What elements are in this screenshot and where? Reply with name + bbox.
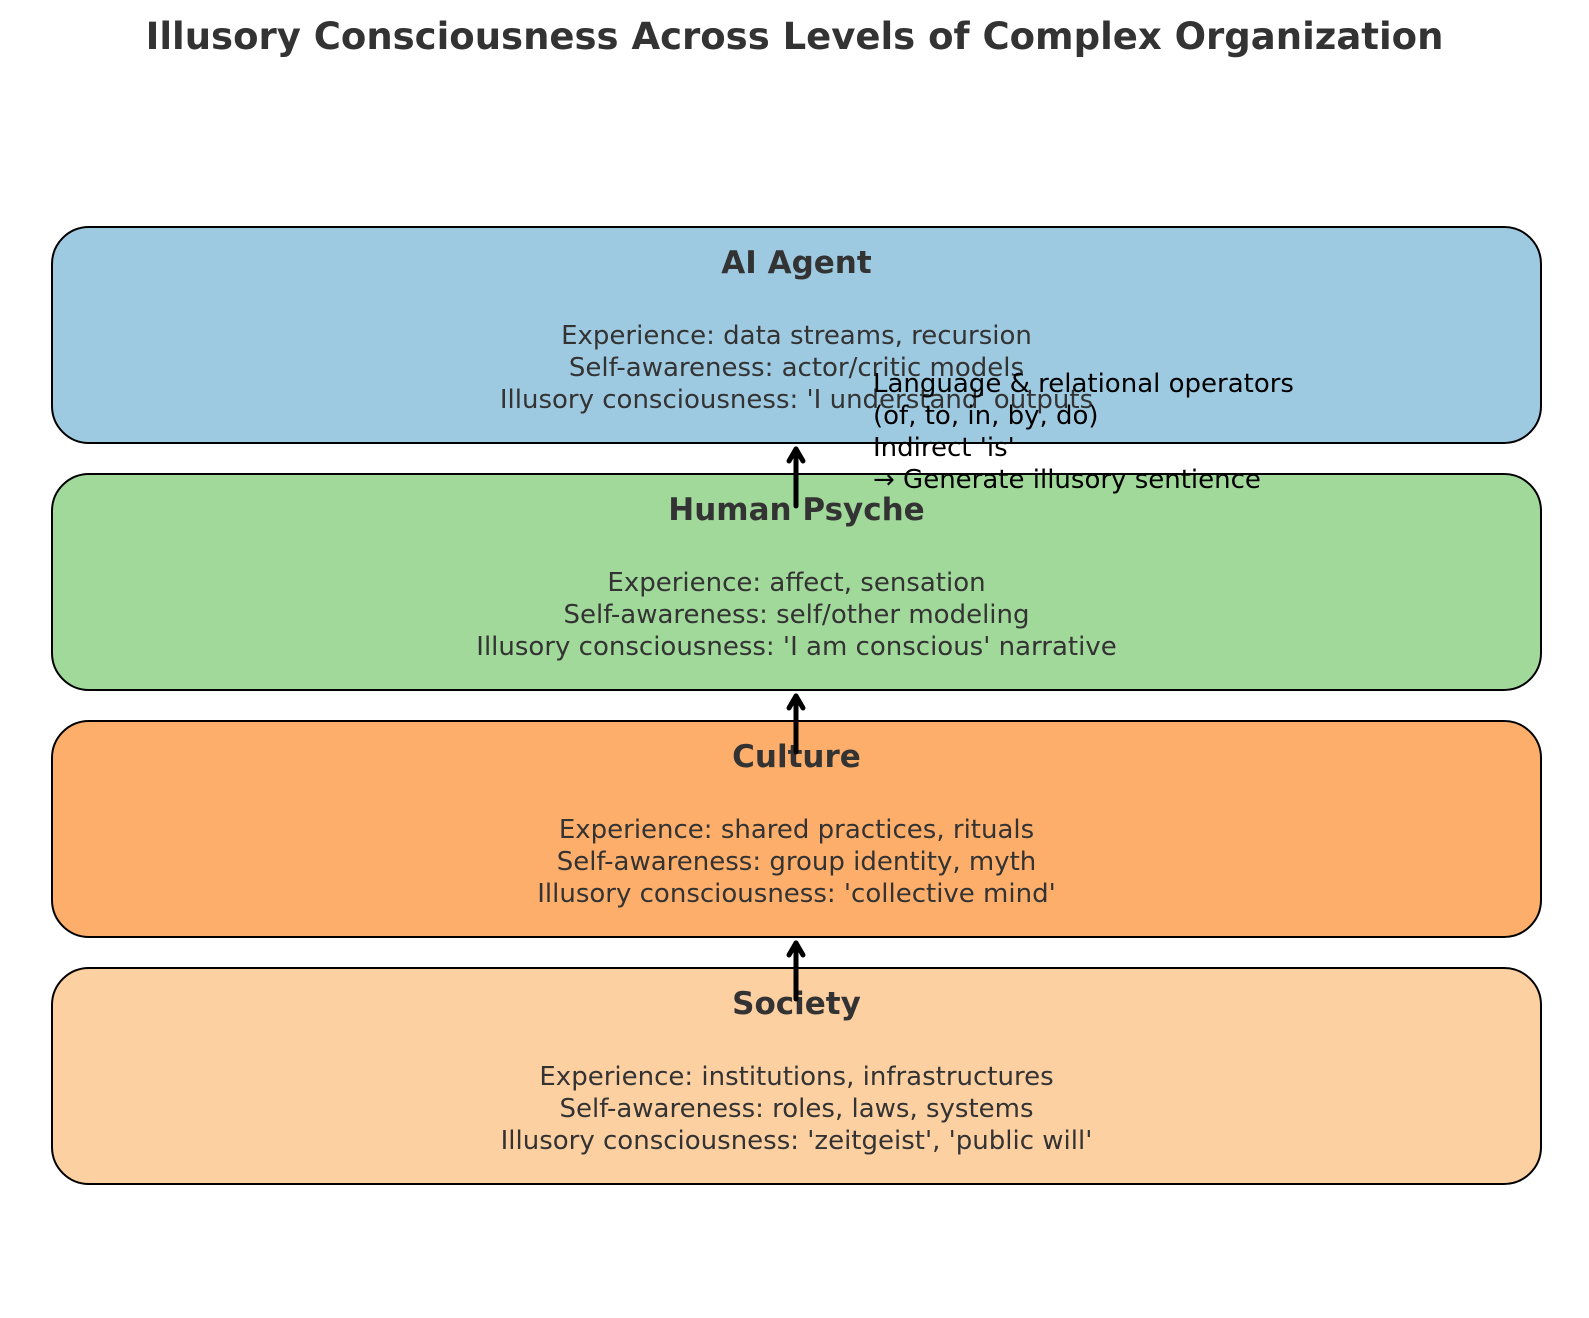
- level-experience-line: Experience: data streams, recursion: [561, 321, 1032, 351]
- language-operators-annotation: Language & relational operators (of, to,…: [873, 368, 1294, 496]
- level-illusory-line: Illusory consciousness: 'collective mind…: [537, 879, 1056, 909]
- level-experience-line: Experience: institutions, infrastructure…: [539, 1062, 1054, 1092]
- annotation-line: Indirect 'is': [873, 433, 1015, 463]
- level-description: Experience: shared practices, rituals Se…: [53, 814, 1540, 910]
- level-name: Society: [732, 986, 861, 1022]
- level-self-awareness-line: Self-awareness: roles, laws, systems: [559, 1094, 1034, 1124]
- level-self-awareness-line: Self-awareness: group identity, myth: [556, 847, 1037, 877]
- annotation-line: (of, to, in, by, do): [873, 401, 1099, 431]
- level-name: Human Psyche: [668, 492, 925, 528]
- level-illusory-line: Illusory consciousness: 'zeitgeist', 'pu…: [500, 1126, 1093, 1156]
- level-box-society: Society Experience: institutions, infras…: [51, 967, 1542, 1185]
- level-description: Experience: institutions, infrastructure…: [53, 1061, 1540, 1157]
- level-name: Culture: [732, 739, 861, 775]
- level-description: Experience: affect, sensation Self-aware…: [53, 567, 1540, 663]
- level-name: AI Agent: [721, 245, 872, 281]
- annotation-line: Language & relational operators: [873, 369, 1294, 399]
- level-description: Experience: data streams, recursion Self…: [53, 320, 1540, 416]
- level-box-culture: Culture Experience: shared practices, ri…: [51, 720, 1542, 938]
- diagram-title: Illusory Consciousness Across Levels of …: [145, 15, 1444, 58]
- level-box-ai-agent: AI Agent Experience: data streams, recur…: [51, 226, 1542, 444]
- level-illusory-line: Illusory consciousness: 'I understand' o…: [499, 385, 1094, 415]
- annotation-line: → Generate illusory sentience: [873, 465, 1261, 495]
- level-experience-line: Experience: affect, sensation: [607, 568, 986, 598]
- level-self-awareness-line: Self-awareness: actor/critic models: [568, 353, 1025, 383]
- level-experience-line: Experience: shared practices, rituals: [558, 815, 1035, 845]
- level-box-human-psyche: Human Psyche Experience: affect, sensati…: [51, 473, 1542, 691]
- level-self-awareness-line: Self-awareness: self/other modeling: [563, 600, 1030, 630]
- level-illusory-line: Illusory consciousness: 'I am conscious'…: [476, 632, 1117, 662]
